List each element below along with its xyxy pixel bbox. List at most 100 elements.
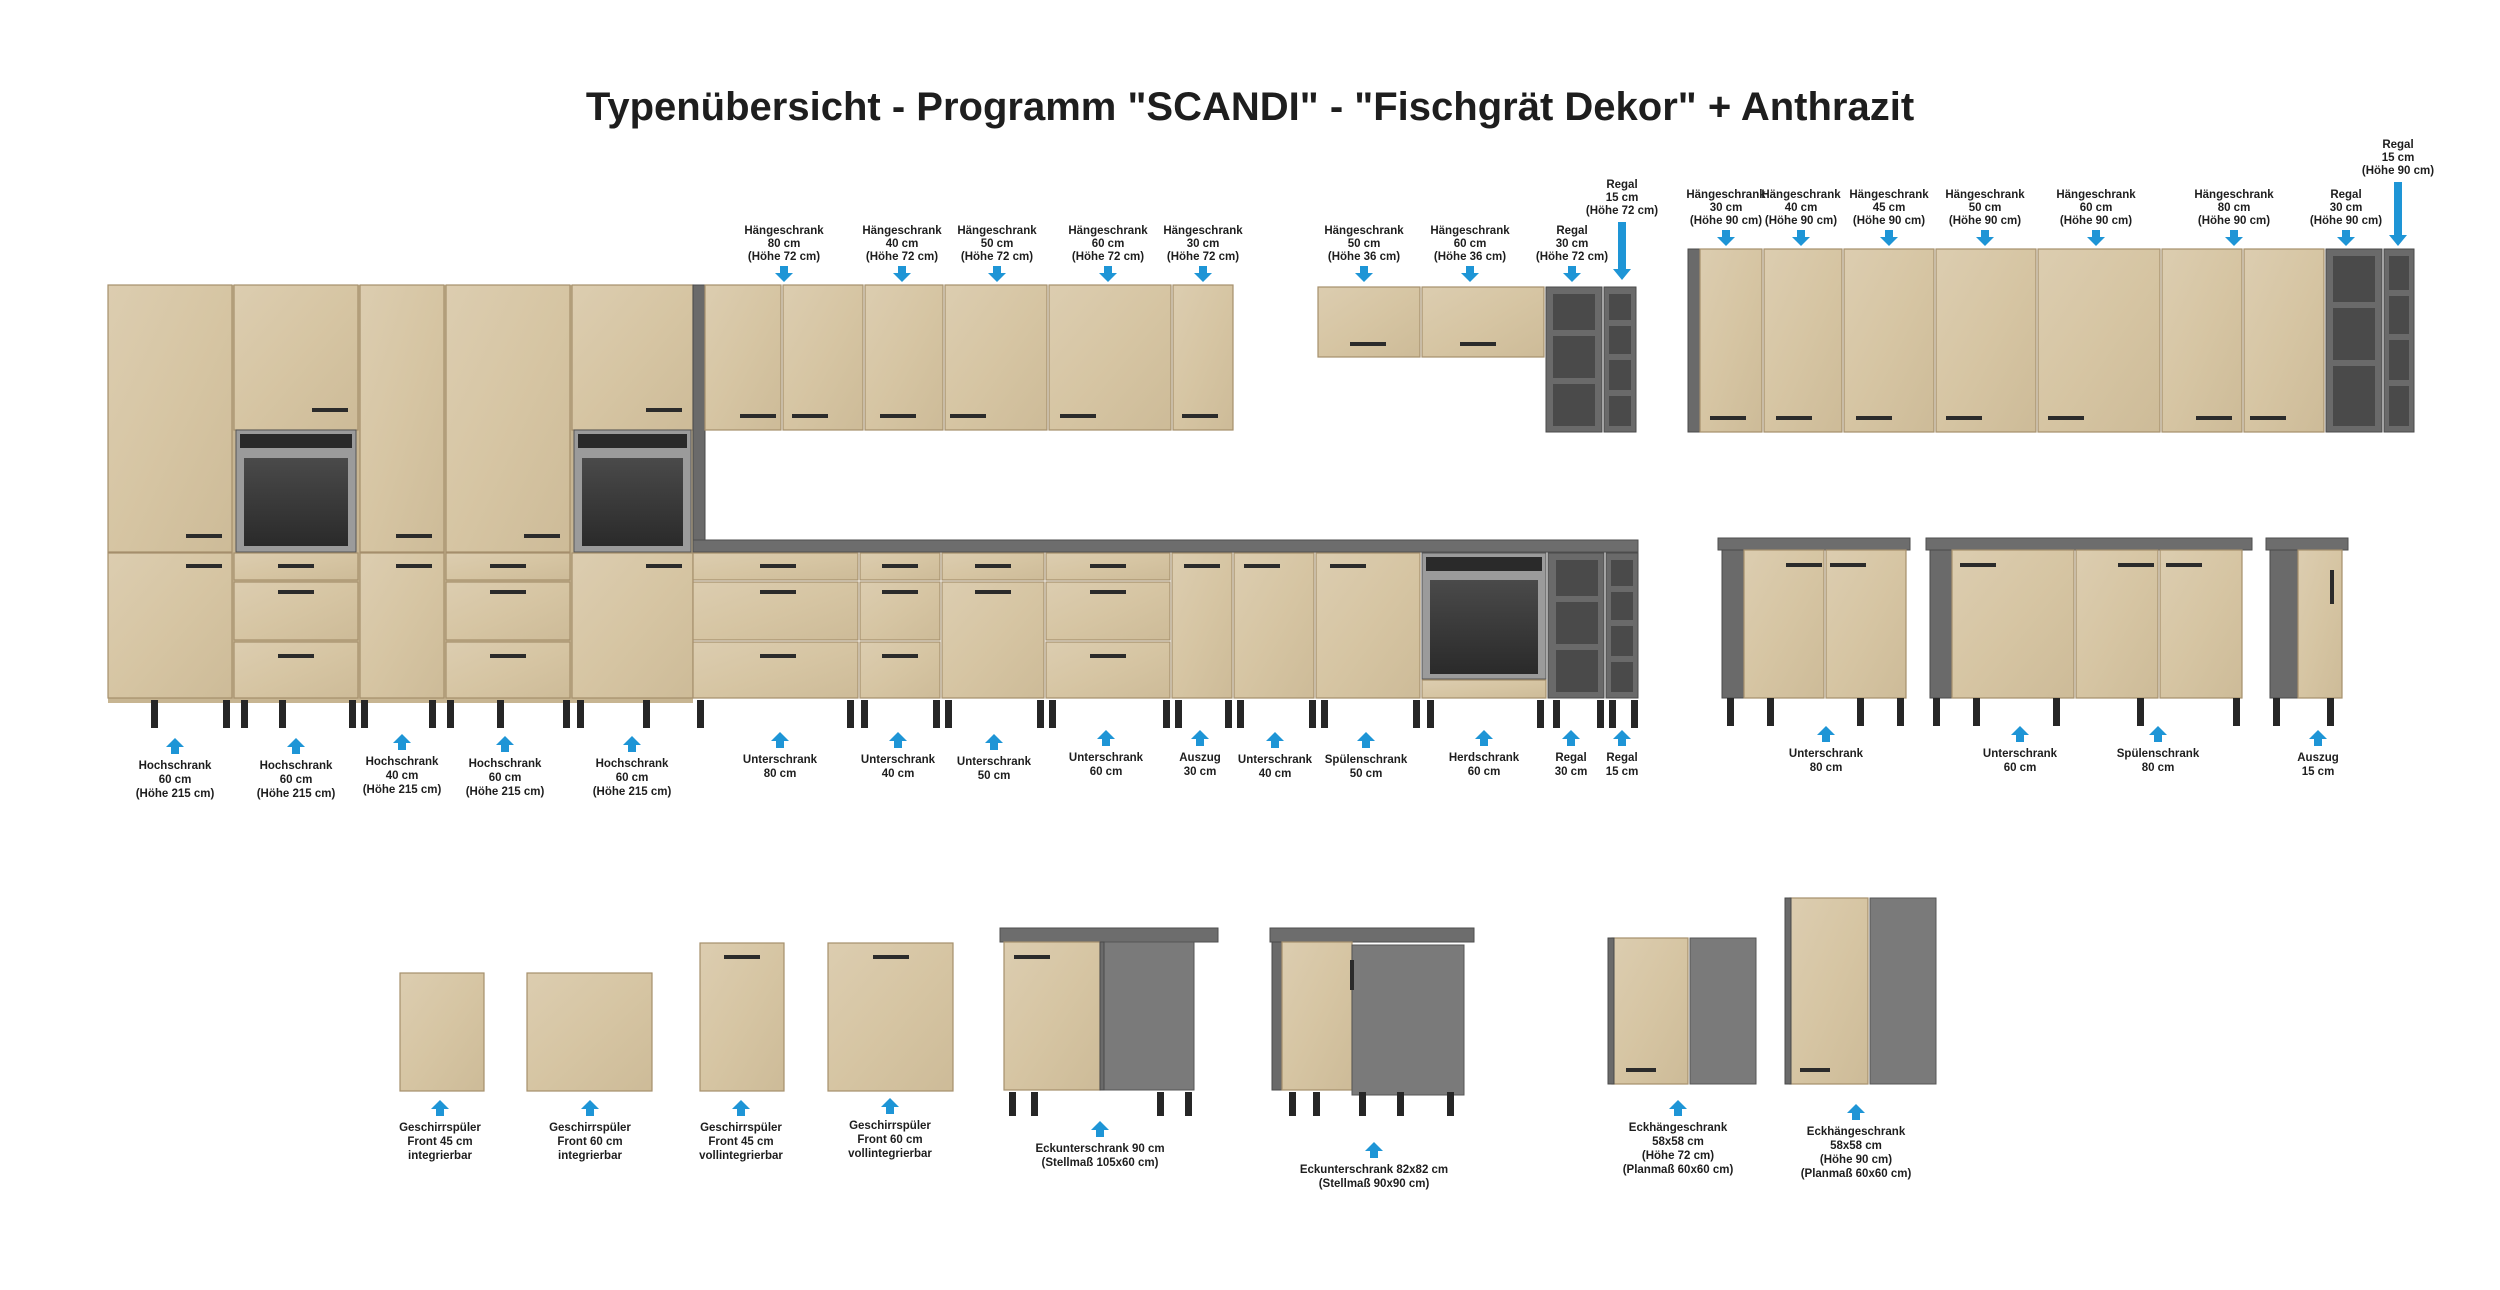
label-line: 60 cm <box>2004 762 2037 774</box>
up-arrow-icon <box>496 736 514 752</box>
corner-wall-cabinet-72 <box>1607 937 1757 1085</box>
label-line: 40 cm <box>386 770 419 782</box>
up-arrow-icon <box>1191 730 1209 746</box>
label-line: (Höhe 215 cm) <box>593 786 672 798</box>
label-line: (Höhe 90 cm) <box>2310 215 2382 227</box>
label-line: Unterschrank <box>743 754 818 766</box>
cabinet-leg <box>945 700 952 728</box>
cabinet-leg <box>151 700 158 728</box>
cabinet-leg <box>697 700 704 728</box>
label-line: (Höhe 72 cm) <box>1072 251 1144 263</box>
label-line: (Höhe 90 cm) <box>2198 215 2270 227</box>
label-line: 60 cm <box>1468 766 1501 778</box>
cabinet-leg <box>429 700 436 728</box>
label-line: integrierbar <box>408 1150 472 1162</box>
up-arrow-icon <box>581 1100 599 1116</box>
cabinet-leg <box>1727 698 1734 726</box>
up-arrow-icon <box>1847 1104 1865 1120</box>
wall-cabinet-block-36 <box>1317 286 1637 433</box>
cabinet-leg <box>2053 698 2060 726</box>
label-line: Regal <box>1555 752 1586 764</box>
label-line: 45 cm <box>1873 202 1906 214</box>
right-base-cabinets <box>1717 537 2349 699</box>
down-arrow-icon <box>2389 182 2407 246</box>
cabinet-leg <box>847 700 854 728</box>
cabinet-leg <box>1237 700 1244 728</box>
label-line: (Höhe 90 cm) <box>1765 215 1837 227</box>
cabinet-leg <box>1321 700 1328 728</box>
dishwasher-front-45 <box>399 972 485 1092</box>
cabinet-leg <box>577 700 584 728</box>
label-line: (Höhe 72 cm) <box>1642 1150 1714 1162</box>
down-arrow-icon <box>1461 266 1479 282</box>
corner-wall-cabinet-90 <box>1784 897 1937 1085</box>
label-line: Unterschrank <box>1069 752 1144 764</box>
label-line: 58x58 cm <box>1652 1136 1704 1148</box>
label-line: 40 cm <box>1785 202 1818 214</box>
label-line: 50 cm <box>981 238 1014 250</box>
label-line: Hängeschrank <box>1163 225 1243 237</box>
label-line: Geschirrspüler <box>399 1122 481 1134</box>
up-arrow-icon <box>2309 730 2327 746</box>
cabinet-leg <box>1631 700 1638 728</box>
cabinet-leg <box>1225 700 1232 728</box>
label-line: Hochschrank <box>596 758 669 770</box>
label-line: 15 cm <box>1606 192 1639 204</box>
label-line: (Höhe 72 cm) <box>1536 251 1608 263</box>
label-line: (Höhe 90 cm) <box>1820 1154 1892 1166</box>
label-line: 60 cm <box>1454 238 1487 250</box>
label-line: Front 60 cm <box>857 1134 922 1146</box>
label-line: Eckunterschrank 90 cm <box>1035 1143 1164 1155</box>
cabinet-leg <box>1037 700 1044 728</box>
label-line: Hängeschrank <box>1068 225 1148 237</box>
label-group: Eckunterschrank 82x82 cm(Stellmaß 90x90 … <box>1300 1142 1448 1190</box>
label-line: (Höhe 72 cm) <box>748 251 820 263</box>
cabinet-leg <box>2273 698 2280 726</box>
label-line: Front 45 cm <box>708 1136 773 1148</box>
label-line: Geschirrspüler <box>849 1120 931 1132</box>
cabinet-leg <box>2137 698 2144 726</box>
label-line: 15 cm <box>1606 766 1639 778</box>
up-arrow-icon <box>2011 726 2029 742</box>
label-line: Hängeschrank <box>2056 189 2136 201</box>
label-line: Hängeschrank <box>1761 189 1841 201</box>
up-arrow-icon <box>771 732 789 748</box>
label-line: Hängeschrank <box>1430 225 1510 237</box>
cabinet-leg <box>349 700 356 728</box>
label-line: 50 cm <box>978 770 1011 782</box>
up-arrow-icon <box>889 732 907 748</box>
label-line: 50 cm <box>1350 768 1383 780</box>
dishwasher-front-60-full <box>827 942 954 1092</box>
up-arrow-icon <box>1562 730 1580 746</box>
label-line: (Höhe 90 cm) <box>1949 215 2021 227</box>
base-cabinet-run <box>692 539 1639 699</box>
